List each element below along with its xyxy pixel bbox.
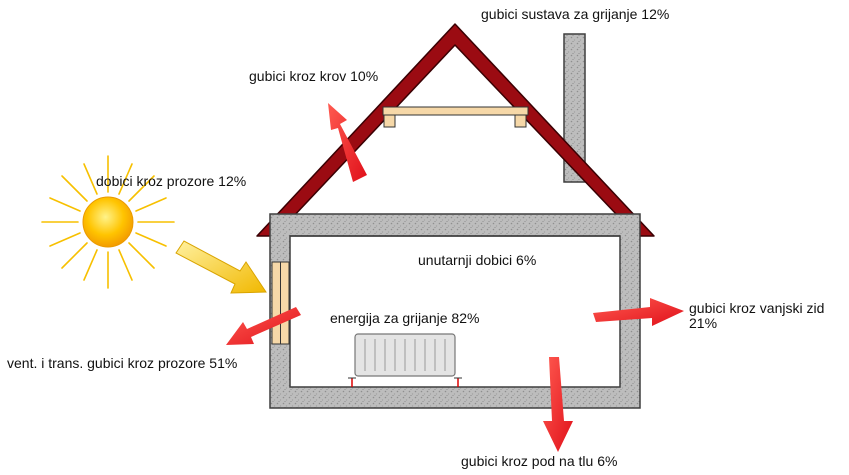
label-roof-losses: gubici kroz krov 10%: [249, 68, 378, 84]
label-wall-losses-line1: gubici kroz vanjski zid: [689, 300, 824, 316]
label-window-vent-losses: vent. i trans. gubici kroz prozore 51%: [7, 355, 237, 371]
attic-beam: [382, 106, 529, 128]
floor-loss-arrow: [543, 357, 573, 452]
wall-loss-arrow: [593, 298, 684, 326]
radiator-icon: [348, 333, 462, 387]
window: [271, 261, 290, 345]
label-floor-losses: gubici kroz pod na tlu 6%: [461, 453, 617, 469]
sun-icon: [41, 155, 175, 289]
label-heating-system-losses: gubici sustava za grijanje 12%: [481, 6, 669, 22]
roof-loss-arrow: [328, 103, 367, 182]
window-gain-arrow: [175, 240, 267, 294]
window-loss-arrow: [226, 307, 301, 345]
label-heating-energy: energija za grijanje 82%: [330, 310, 479, 326]
label-internal-gains: unutarnji dobici 6%: [418, 252, 536, 268]
label-wall-losses-line2: 21%: [689, 315, 717, 331]
label-window-gains: dobici kroz prozore 12%: [96, 173, 246, 189]
roof: [256, 23, 655, 237]
